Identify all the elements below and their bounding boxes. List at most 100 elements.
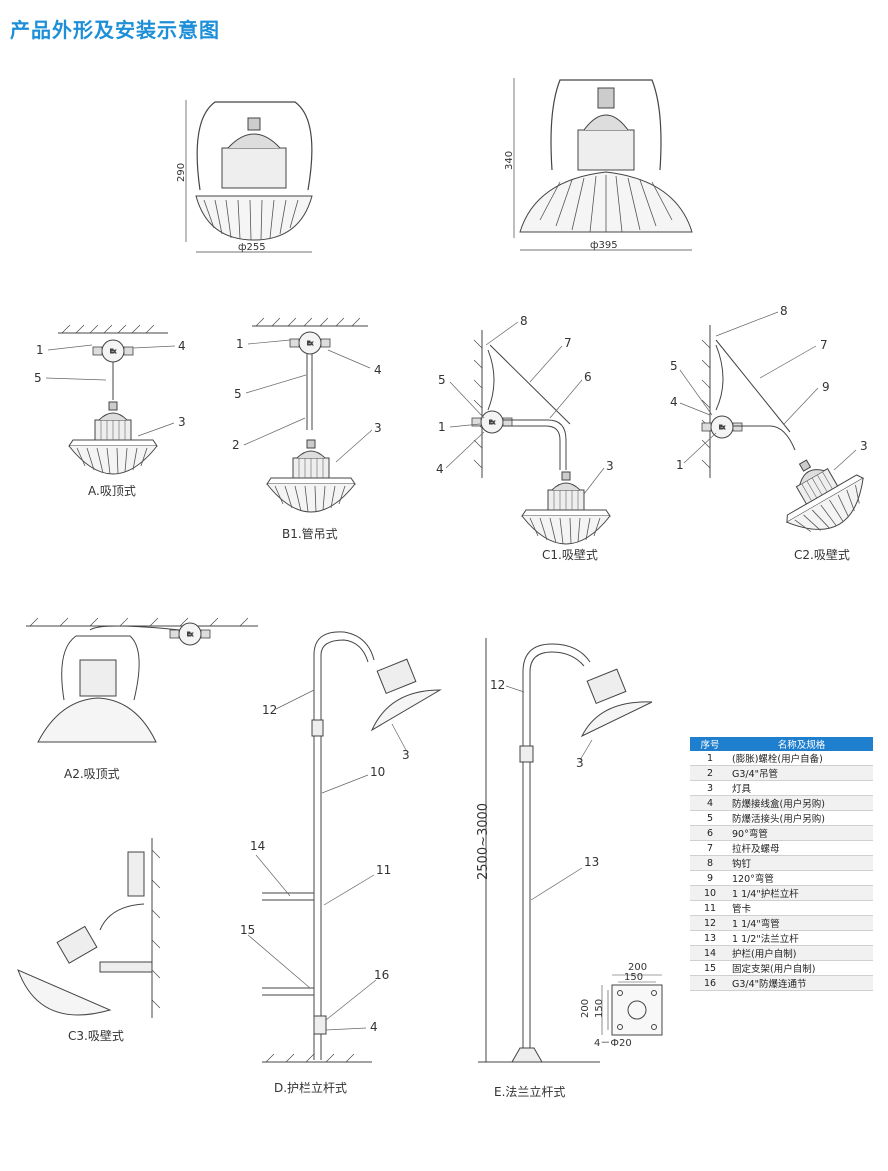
row-name: G3/4"吊管 [730,765,873,781]
callout-c2-9: 9 [822,380,830,394]
callout-c2-7: 7 [820,338,828,352]
callout-a-5: 5 [34,371,42,385]
callout-c1-5: 5 [438,373,446,387]
callout-c2-5: 5 [670,359,678,373]
caption-a: A.吸顶式 [88,484,136,498]
callout-e-3: 3 [576,756,584,770]
base-side-inner-dimension: 150 [594,998,605,1018]
row-name: 固定支架(用户自制) [730,960,873,976]
callout-d-16: 16 [374,968,390,982]
caption-c2: C2.吸壁式 [794,548,850,562]
callout-c1-7: 7 [564,336,572,350]
table-header-name: 名称及规格 [730,737,873,751]
pole-height-dimension: 2500~3000 [476,802,491,880]
base-inner-dimension: 150 [624,972,644,983]
row-no: 13 [690,930,730,946]
row-no: 9 [690,870,730,886]
row-no: 6 [690,825,730,841]
row-no: 1 [690,751,730,766]
row-no: 2 [690,765,730,781]
diagram-d [262,631,442,1063]
callout-e-12: 12 [490,678,506,692]
row-name: 防爆活接头(用户另购) [730,810,873,826]
diagram-a [58,324,168,475]
callout-c1-1: 1 [438,420,446,434]
page-title: 产品外形及安装示意图 [10,18,220,42]
row-no: 10 [690,885,730,901]
callout-c1-4: 4 [436,462,444,476]
callout-b1-5: 5 [234,387,242,401]
callout-c1-8: 8 [520,314,528,328]
callout-d-14: 14 [250,839,266,853]
caption-a2: A2.吸顶式 [64,767,120,781]
caption-c3: C3.吸壁式 [68,1029,124,1043]
row-no: 14 [690,945,730,961]
callout-c2-1: 1 [676,458,684,472]
row-name: 护栏(用户自制) [730,945,873,961]
callout-b1-2: 2 [232,438,240,452]
caption-d: D.护栏立杆式 [274,1081,348,1095]
callout-d-3: 3 [402,748,410,762]
diagram-e [478,638,653,1063]
row-name: 1 1/2"法兰立杆 [730,930,873,946]
callout-d-10: 10 [370,765,386,779]
callout-c2-8: 8 [780,304,788,318]
caption-c1: C1.吸壁式 [542,548,598,562]
large-diameter-dimension: ф395 [590,240,618,251]
caption-b1: B1.管吊式 [282,527,338,541]
row-name: 钩钉 [730,855,873,871]
large-height-dimension: 340 [504,150,515,170]
diagram-b1 [252,317,368,513]
row-name: 拉杆及螺母 [730,840,873,856]
row-no: 7 [690,840,730,856]
leader-lines [45,311,857,1031]
callout-c2-4: 4 [670,395,678,409]
callout-d-4: 4 [370,1020,378,1034]
callout-a-4: 4 [178,339,186,353]
callout-a-3: 3 [178,415,186,429]
row-name: G3/4"防爆连通节 [730,975,873,991]
row-name: (膨胀)螺栓(用户自备) [730,751,873,766]
row-name: 防爆接线盒(用户另购) [730,795,873,811]
diagram-c1 [471,330,611,545]
row-no: 12 [690,915,730,931]
callout-b1-1: 1 [236,337,244,351]
flange-plate [601,974,663,1036]
row-no: 3 [690,780,730,796]
callout-c2-3: 3 [860,439,868,453]
small-height-dimension: 290 [176,162,187,182]
row-no: 4 [690,795,730,811]
row-no: 5 [690,810,730,826]
base-side-outer-dimension: 200 [580,998,591,1018]
callout-c1-6: 6 [584,370,592,384]
row-no: 11 [690,900,730,916]
callout-b1-4: 4 [374,363,382,377]
base-holes-dimension: 4－Ф20 [594,1038,632,1049]
table-row: 1(膨胀)螺栓(用户自备) [690,751,873,766]
row-no: 15 [690,960,730,976]
row-name: 1 1/4"护栏立杆 [730,885,873,901]
row-name: 灯具 [730,780,873,796]
callout-c1-3: 3 [606,459,614,473]
table-header-no: 序号 [690,737,730,751]
diagram-a2 [26,617,258,743]
callout-e-13: 13 [584,855,600,869]
base-outer-dimension: 200 [628,962,648,973]
row-name: 120°弯管 [730,870,873,886]
caption-e: E.法兰立杆式 [494,1085,566,1099]
callout-d-15: 15 [240,923,256,937]
